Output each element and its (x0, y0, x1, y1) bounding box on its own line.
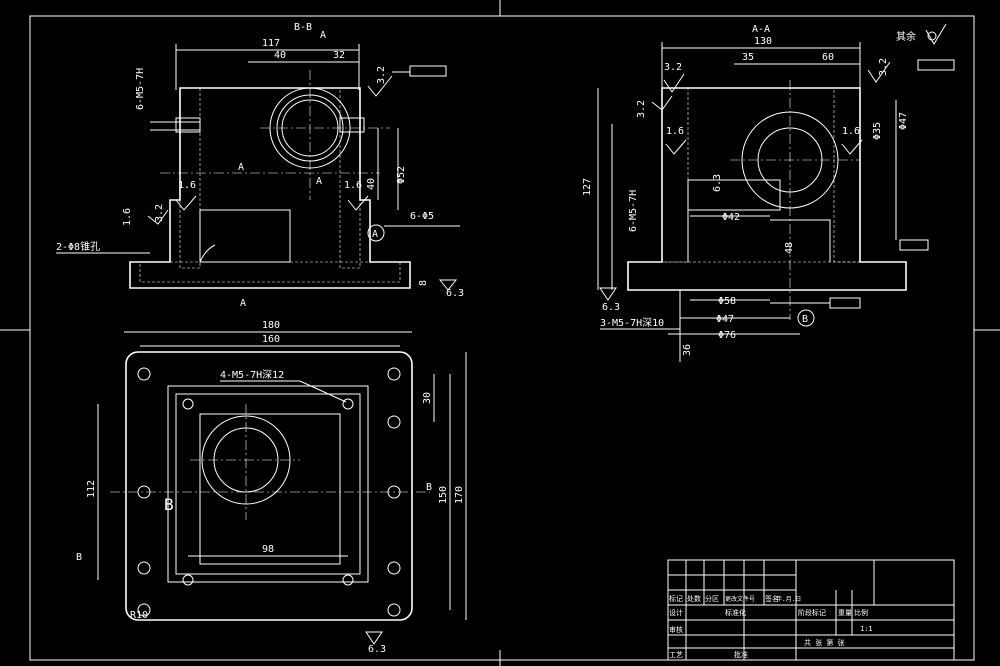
view-plan: 180 160 4-M5-7H深12 30 112 (76, 320, 467, 655)
dim-phi58: Φ58 (718, 296, 736, 307)
detail-a-circle (367, 224, 385, 242)
dim-180: 180 (262, 320, 280, 331)
tb-cell-13: 批准 (734, 650, 748, 659)
aa-roughness-6-3-b: 6.3 (602, 302, 620, 313)
aa-roughness-3-2-c: 3.2 (878, 58, 889, 76)
tb-cell-15: 1:1 (860, 625, 873, 633)
view-aa: A-A 其余 130 35 60 3.2 3.2 3.2 1.6 (582, 23, 955, 362)
dim-phi47-bottom: Φ47 (716, 314, 734, 325)
tb-cell-3: 更改文件号 (725, 595, 755, 603)
bb-cut-a-bottom: A (240, 298, 246, 309)
title-block: 标记 处数 分区 更改文件号 签名 年.月.日 设计 标准化 阶段标记 重量 比… (667, 559, 955, 661)
aa-roughness-6-3-a: 6.3 (712, 174, 723, 192)
dim-60: 60 (822, 52, 834, 63)
plan-cut-b-big: B (164, 495, 174, 514)
sheet-border (29, 15, 975, 661)
view-bb: B-B A 117 40 32 6-M5-7H A A A (56, 22, 464, 309)
tb-cell-0: 标记 (669, 594, 683, 603)
dim-40-right: 40 (366, 178, 377, 190)
dim-phi52: Φ52 (396, 166, 407, 184)
dim-phi35: Φ35 (872, 122, 883, 140)
dim-phi42: Φ42 (722, 212, 740, 223)
view-bb-section-mark: A (320, 30, 326, 41)
plan-cut-b-left: B (76, 552, 82, 563)
dim-48: 48 (784, 242, 795, 254)
tb-cell-5: 年.月.日 (776, 595, 801, 603)
dim-phi47-right: Φ47 (898, 112, 909, 130)
bb-roughness-3-2-b: 3.2 (154, 204, 165, 222)
tb-cell-2: 分区 (705, 594, 719, 603)
view-bb-title: B-B (294, 22, 312, 33)
plan-roughness: 6.3 (368, 644, 386, 655)
tb-cell-14: 共 张 第 张 (804, 638, 845, 647)
detail-b-label: B (802, 314, 808, 325)
bb-roughness-1-6-c: 1.6 (122, 208, 133, 226)
bb-roughness-1-6-a: 1.6 (178, 180, 196, 191)
tb-cell-10: 比例 (854, 608, 868, 617)
bb-roughness-1-6-b: 1.6 (344, 180, 362, 191)
tb-cell-8: 阶段标记 (798, 608, 826, 617)
bb-hole-note: 6-Φ5 (410, 211, 434, 222)
dim-30: 30 (422, 392, 433, 404)
tb-cell-7: 标准化 (725, 608, 746, 617)
plan-corner-note: R10 (130, 610, 148, 621)
dim-32: 32 (333, 50, 345, 61)
dim-170: 170 (454, 486, 465, 504)
dim-8: 8 (418, 280, 429, 286)
detail-a-label: A (372, 229, 378, 240)
detail-b-circle (797, 309, 815, 327)
tb-cell-6: 设计 (669, 608, 683, 617)
aa-thread-note: 3-M5-7H深10 (600, 317, 664, 329)
plan-cut-b-right: B (426, 482, 432, 493)
dim-36: 36 (682, 344, 693, 356)
aa-roughness-1-6-a: 1.6 (666, 126, 684, 137)
dim-98: 98 (262, 544, 274, 555)
dim-phi76: Φ76 (718, 330, 736, 341)
bb-roughness-3-2-a: 3.2 (376, 66, 387, 84)
dim-150: 150 (438, 486, 449, 504)
dim-112: 112 (86, 480, 97, 498)
tb-cell-12: 工艺 (669, 651, 683, 659)
bb-roughness-6-3: 6.3 (446, 288, 464, 299)
aa-roughness-3-2-a: 3.2 (664, 62, 682, 73)
bb-taper-hole-note: 2-Φ8锥孔 (56, 241, 100, 253)
dim-6-m5-7h-vertical: 6-M5-7H (135, 68, 146, 110)
view-aa-title: A-A (752, 24, 770, 35)
dim-35: 35 (742, 52, 754, 63)
bb-cut-a-right: A (316, 176, 322, 187)
tb-cell-9: 重量 (838, 609, 852, 617)
dim-127: 127 (582, 178, 593, 196)
tb-cell-11: 审核 (669, 625, 683, 634)
dim-160: 160 (262, 334, 280, 345)
aa-roughness-1-6-b: 1.6 (842, 126, 860, 137)
bb-cut-a-left: A (238, 162, 244, 173)
roughness-note-other: 其余 (896, 30, 916, 43)
tb-cell-1: 处数 (687, 594, 701, 603)
dim-6-m5-7h-aa: 6-M5-7H (628, 190, 639, 232)
aa-roughness-3-2-b: 3.2 (636, 100, 647, 118)
dim-117: 117 (262, 38, 280, 49)
dim-40: 40 (274, 50, 286, 61)
tb-cell-4: 签名 (765, 594, 779, 603)
plan-thread-note: 4-M5-7H深12 (220, 369, 284, 381)
dim-130: 130 (754, 36, 772, 47)
